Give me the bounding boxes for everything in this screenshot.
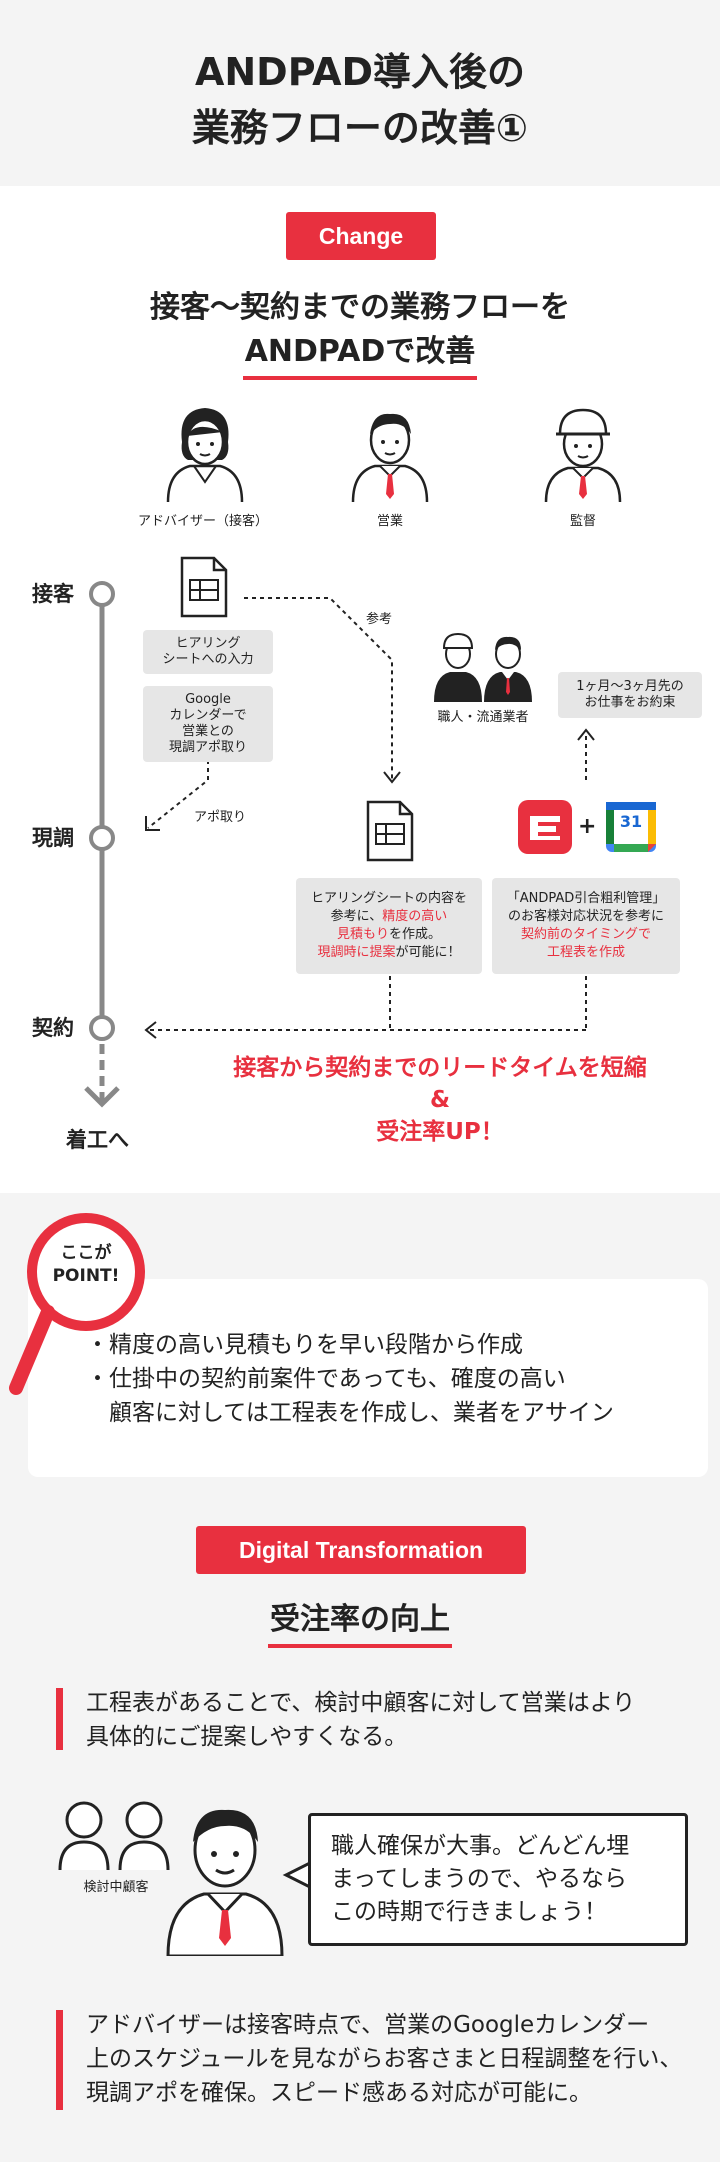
role-sales-label: 営業 (376, 514, 403, 529)
google-calendar-box: Google カレンダーで 営業との 現調アポ取り (143, 686, 273, 762)
supervisor-box-line-4: 工程表を作成 (546, 945, 625, 960)
plus-sign: + (578, 814, 597, 839)
conclusion-line-1: 接客から契約までのリードタイムを短縮 (233, 1055, 647, 1081)
dx-heading-wrap: 受注率の向上 (0, 1598, 720, 1648)
point-badge-line-1: ここが (60, 1243, 112, 1263)
page-title: ANDPAD導入後の 業務フローの改善① (0, 44, 720, 156)
magnifier-icon (9, 1213, 145, 1395)
stage-survey-node (89, 825, 115, 851)
craftsmen-icon (434, 632, 532, 702)
stage-reception-label: 接客 (32, 582, 74, 606)
lead2-accent-bar (56, 2010, 63, 2110)
bubble-line-2: まってしまうので、やるなら (331, 1866, 628, 1892)
bubble-tail (282, 1860, 312, 1890)
conclusion-text: 接客から契約までのリードタイムを短縮 & 受注率UP！ (150, 1052, 720, 1148)
google-line-2: カレンダーで (169, 708, 247, 723)
hearing-line-2: シートへの入力 (162, 652, 254, 667)
calendar-number: 31 (619, 812, 643, 831)
supervisor-icon (544, 408, 622, 502)
change-tag: Change (286, 212, 436, 260)
estimate-document-icon (366, 800, 414, 862)
role-advisor-label: アドバイザー（接客） (137, 514, 268, 529)
point-badge: ここが POINT! (46, 1242, 126, 1288)
sales-box-line-2a: 参考に、 (330, 909, 383, 924)
salesperson-icon (166, 1809, 284, 1956)
supervisor-schedule-box: 「ANDPAD引合粗利管理」 のお客様対応状況を参考に 契約前のタイミングで 工… (492, 878, 680, 974)
sales-box-line-4a: 現調時に提案 (317, 945, 396, 960)
dx-tag: Digital Transformation (196, 1526, 526, 1574)
customers-label: 検討中顧客 (83, 1880, 149, 1895)
advisor-icon (166, 408, 244, 502)
point-list: ・精度の高い見積もりを早い段階から作成 ・仕掛中の契約前案件であっても、確度の高… (86, 1328, 706, 1430)
stage-reception-node (89, 581, 115, 607)
google-line-3: 営業との (182, 724, 234, 739)
google-line-1: Google (185, 692, 231, 707)
sales-box-line-4b: が可能に！ (395, 945, 461, 960)
appointment-arrow-label: アポ取り (194, 810, 247, 825)
conclusion-line-2: & (429, 1087, 451, 1113)
dx-heading: 受注率の向上 (268, 1598, 452, 1648)
point-card (28, 1279, 708, 1477)
promise-box: 1ヶ月〜3ヶ月先の お仕事をお約束 (558, 672, 702, 718)
speech-bubble: 職人確保が大事。どんどん埋 まってしまうので、やるなら この時期で行きましょう！ (308, 1813, 688, 1946)
sales-box-line-1: ヒアリングシートの内容を (310, 891, 467, 906)
google-line-4: 現調アポ取り (168, 740, 247, 755)
sales-icon (351, 413, 429, 502)
craftsmen-label: 職人・流通業者 (437, 710, 529, 725)
role-supervisor-label: 監督 (569, 514, 596, 529)
lead1-line-1: 工程表があることで、検討中顧客に対して営業はより (86, 1690, 636, 1716)
stage-contract-label: 契約 (32, 1016, 74, 1040)
sales-estimate-box: ヒアリングシートの内容を 参考に、精度の高い 見積もりを作成。 現調時に提案が可… (296, 878, 482, 974)
lead2-text: アドバイザーは接客時点で、営業のGoogleカレンダー 上のスケジュールを見なが… (86, 2008, 716, 2110)
lead1-accent-bar (56, 1688, 63, 1750)
lead1-text: 工程表があることで、検討中顧客に対して営業はより 具体的にご提案しやすくなる。 (86, 1686, 706, 1754)
sales-box-line-3a: 見積もり (336, 927, 389, 942)
change-heading-line-1: 接客〜契約までの業務フローを (150, 290, 570, 325)
stage-survey-label: 現調 (32, 826, 74, 850)
promise-line-1: 1ヶ月〜3ヶ月先の (576, 679, 684, 694)
stage-construction-label: 着工へ (66, 1128, 129, 1152)
stage-contract-node (89, 1015, 115, 1041)
promise-line-2: お仕事をお約束 (584, 695, 676, 710)
bubble-line-1: 職人確保が大事。どんどん埋 (331, 1833, 630, 1859)
point-item-3: 顧客に対しては工程表を作成し、業者をアサイン (86, 1400, 614, 1426)
supervisor-box-line-2: のお客様対応状況を参考に (507, 909, 664, 924)
bubble-line-3: この時期で行きましょう！ (331, 1899, 607, 1925)
sales-box-line-3b: を作成。 (389, 927, 442, 942)
reference-arrow-label: 参考 (366, 612, 393, 627)
customers-icon (58, 1801, 170, 1870)
title-line-1: ANDPAD導入後の (194, 50, 526, 94)
change-heading: 接客〜契約までの業務フローを ANDPADで改善 (0, 286, 720, 380)
conclusion-line-3: 受注率UP！ (376, 1119, 504, 1145)
point-item-1: ・精度の高い見積もりを早い段階から作成 (86, 1332, 523, 1358)
hearing-sheet-icon (180, 556, 228, 618)
andpad-app-icon (518, 800, 572, 854)
lead2-line-1: アドバイザーは接客時点で、営業のGoogleカレンダー (86, 2012, 650, 2038)
google-calendar-icon: 31 (604, 800, 658, 854)
lead2-line-3: 現調アポを確保。スピード感ある対応が可能に。 (86, 2080, 592, 2106)
lead2-line-2: 上のスケジュールを見ながらお客さまと日程調整を行い、 (86, 2046, 683, 2072)
title-line-2: 業務フローの改善① (191, 106, 529, 150)
flow-lines (84, 594, 595, 1108)
point-item-2: ・仕掛中の契約前案件であっても、確度の高い (86, 1366, 566, 1392)
hearing-line-1: ヒアリング (175, 636, 241, 651)
lead1-line-2: 具体的にご提案しやすくなる。 (86, 1724, 408, 1750)
supervisor-box-line-3: 契約前のタイミングで (520, 927, 651, 942)
point-badge-line-2: POINT! (52, 1266, 120, 1286)
hearing-input-box: ヒアリング シートへの入力 (143, 630, 273, 674)
sales-box-line-2b: 精度の高い (382, 909, 448, 924)
change-heading-line-2: ANDPADで改善 (242, 330, 478, 380)
supervisor-box-line-1: 「ANDPAD引合粗利管理」 (506, 891, 666, 906)
